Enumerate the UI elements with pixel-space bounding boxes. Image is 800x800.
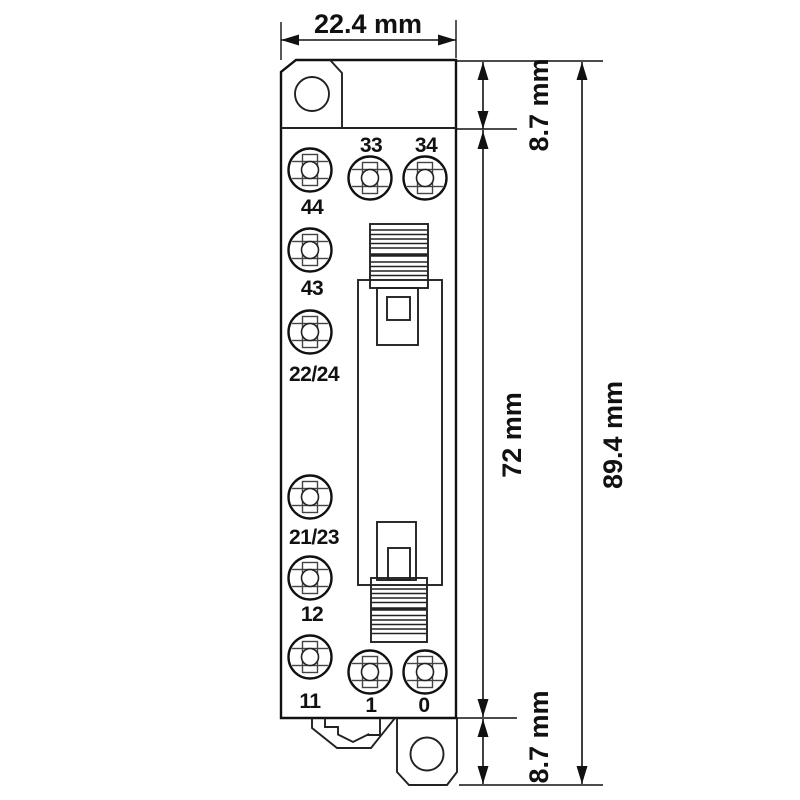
din-rail-foot: [311, 717, 396, 749]
test-lever-mechanism: [357, 223, 443, 643]
terminal-screw-33[interactable]: [348, 157, 392, 200]
module-body: [279, 58, 458, 720]
terminal-label-11: 11: [299, 690, 321, 713]
top-mounting-tab: [294, 59, 343, 128]
dimension-total-height-label: 89.4 mm: [598, 381, 628, 489]
terminal-screw-1[interactable]: [348, 651, 392, 694]
terminal-label-44: 44: [301, 196, 324, 219]
terminal-label-43: 43: [301, 277, 323, 300]
terminal-screw-22-24[interactable]: [288, 311, 332, 354]
terminal-label-12: 12: [301, 603, 323, 626]
extension-lines: [456, 60, 603, 786]
dimension-width-label: 22.4 mm: [314, 9, 422, 39]
terminal-screw-11[interactable]: [288, 636, 332, 679]
terminal-screw-34[interactable]: [403, 157, 447, 200]
dimension-total-height: 89.4 mm: [576, 62, 628, 784]
terminal-screw-21-23[interactable]: [288, 476, 332, 519]
terminal-label-33: 33: [360, 134, 382, 157]
terminal-screw-44[interactable]: [288, 149, 332, 192]
lever-housing: [357, 279, 443, 586]
dimension-bottom-flange-label: 8.7 mm: [524, 690, 554, 783]
dimension-width: 22.4 mm: [280, 9, 457, 60]
dimension-terminal-block-label: 72 mm: [497, 392, 527, 478]
body-outline: [279, 58, 458, 720]
upper-test-button[interactable]: [369, 223, 429, 289]
terminal-label-1: 1: [365, 694, 377, 717]
lower-test-button[interactable]: [370, 577, 428, 643]
terminal-screw-0[interactable]: [403, 651, 447, 694]
dimension-bottom-flange: 8.7 mm: [477, 690, 554, 784]
lower-slider-window: [387, 547, 411, 581]
terminal-screw-12[interactable]: [288, 557, 332, 600]
dimension-terminal-block: 72 mm: [477, 130, 527, 717]
terminal-label-0: 0: [418, 694, 429, 717]
terminal-label-22-24: 22/24: [289, 363, 340, 386]
lower-button-ribs: [372, 588, 426, 635]
terminal-labels: 44 43 22/24 21/23 12 11 33 34 1 0: [289, 134, 439, 717]
upper-slider-window: [386, 296, 411, 321]
dimension-top-flange-label: 8.7 mm: [524, 58, 554, 151]
terminal-label-34: 34: [415, 134, 438, 157]
dimension-top-flange: 8.7 mm: [477, 58, 554, 152]
terminal-screw-43[interactable]: [288, 229, 332, 272]
bottom-mounting-tab: [396, 718, 458, 786]
terminal-label-21-23: 21/23: [289, 526, 339, 549]
upper-button-ribs: [371, 229, 427, 277]
top-mounting-hole: [294, 76, 330, 112]
bottom-mounting-hole: [409, 736, 445, 772]
